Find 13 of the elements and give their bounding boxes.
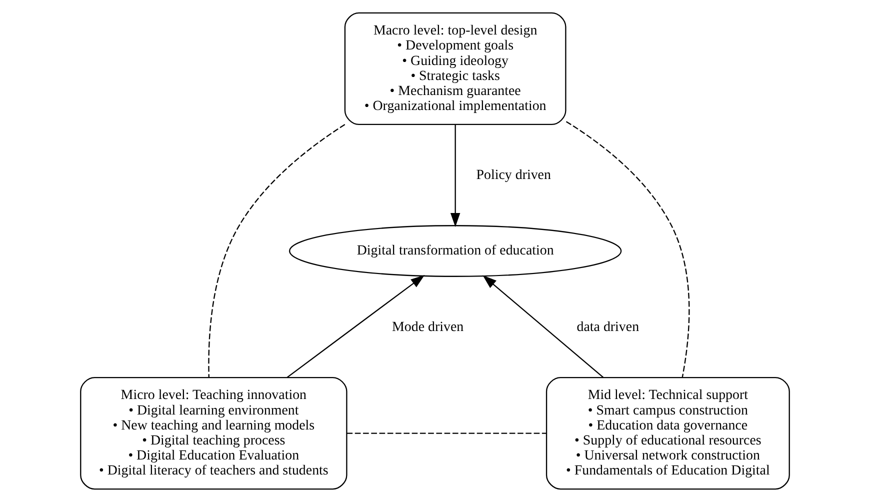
node-box: Micro level: Teaching innovation • Digital learning environment • New teaching and learning models • Digital teaching process • Digital Education Evaluation • Digital literacy of teachers and students xyxy=(80,376,347,490)
node-box: Macro level: top-level design • Development goals • Guiding ideology • Strategic tasks • Mechanism guarantee • Organizational implementation xyxy=(344,12,566,126)
arrow xyxy=(482,275,604,378)
arrow xyxy=(450,124,460,227)
edge-label: Policy driven xyxy=(476,168,550,184)
connector xyxy=(208,124,345,378)
connector xyxy=(346,432,546,434)
edge-label: Mode driven xyxy=(392,320,464,336)
arrow xyxy=(286,275,424,378)
node-ellipse: Digital transformation of education xyxy=(288,225,622,277)
connector xyxy=(565,121,690,378)
node-box: Mid level: Technical support • Smart campus construction • Education data governance • Supply of educational resources • Universal network construction • Fundamentals of Education Digital xyxy=(545,376,790,490)
edge-label: data driven xyxy=(576,320,639,336)
